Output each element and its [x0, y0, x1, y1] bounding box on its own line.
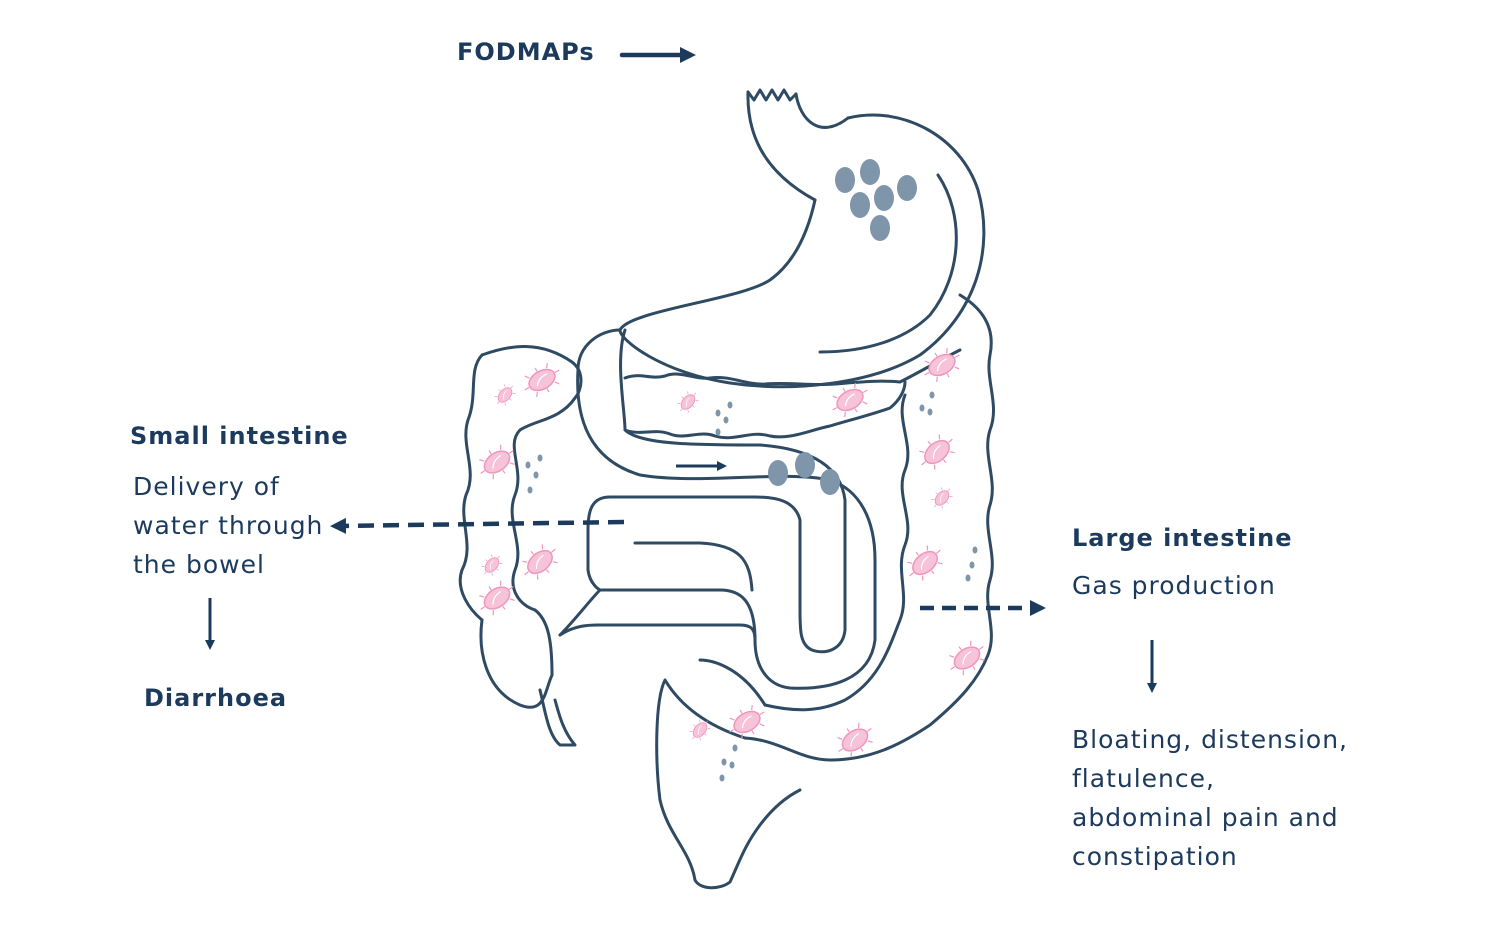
bacteria-icon [911, 427, 963, 477]
bacteria-icon [899, 538, 951, 588]
food-particle-icon [795, 452, 815, 478]
symptoms-line: Bloating, distension, [1072, 725, 1348, 754]
bacteria-icon [673, 386, 703, 418]
stomach [576, 113, 986, 389]
bacteria-icon [516, 357, 568, 403]
esophagus [746, 88, 850, 202]
food-particle-icon [768, 460, 788, 486]
transverse-colon [623, 348, 962, 440]
food-particle-icon [860, 159, 880, 185]
symptoms-line: constipation [1072, 842, 1238, 871]
small-intestine-title: Small intestine [130, 422, 349, 450]
symptoms-line: abdominal pain and [1072, 803, 1339, 832]
bacteria-icon [941, 634, 993, 682]
small-intestine-description-line: Delivery of [133, 472, 280, 501]
large-intestine-description: Gas production [1072, 571, 1276, 600]
fodmaps-label: FODMAPs [457, 38, 595, 66]
small-intestine-description-line: the bowel [133, 550, 265, 579]
bacteria-icon [829, 716, 881, 764]
bacteria-icon [685, 714, 715, 746]
arrow-left-dashed-icon [330, 517, 625, 534]
bacteria-icon [514, 537, 566, 587]
ascending-colon [458, 345, 583, 747]
food-particles-stomach [835, 159, 917, 241]
small-intestine-description: Delivery of water through the bowel [133, 467, 323, 584]
food-particle-icon [874, 185, 894, 211]
diarrhoea-label: Diarrhoea [144, 684, 288, 712]
food-particle-icon [850, 192, 870, 218]
food-particles-intestine [768, 452, 840, 495]
large-intestine-symptoms: Bloating, distension, flatulence, abdomi… [1072, 720, 1348, 876]
small-intestine [558, 328, 877, 690]
rectum [655, 658, 802, 890]
bacteria-icon [927, 482, 957, 514]
food-particle-icon [820, 469, 840, 495]
bacteria-icon [490, 379, 520, 411]
food-particle-icon [897, 175, 917, 201]
food-particle-icon [870, 215, 890, 241]
large-intestine-title: Large intestine [1072, 524, 1293, 552]
descending-colon [743, 293, 995, 762]
small-intestine-dashed-arrow [330, 517, 625, 534]
bacteria-icon [477, 549, 507, 581]
particle-dots [525, 391, 978, 782]
small-intestine-description-line: water through [133, 511, 324, 540]
food-particle-icon [835, 167, 855, 193]
symptoms-line: flatulence, [1072, 764, 1215, 793]
